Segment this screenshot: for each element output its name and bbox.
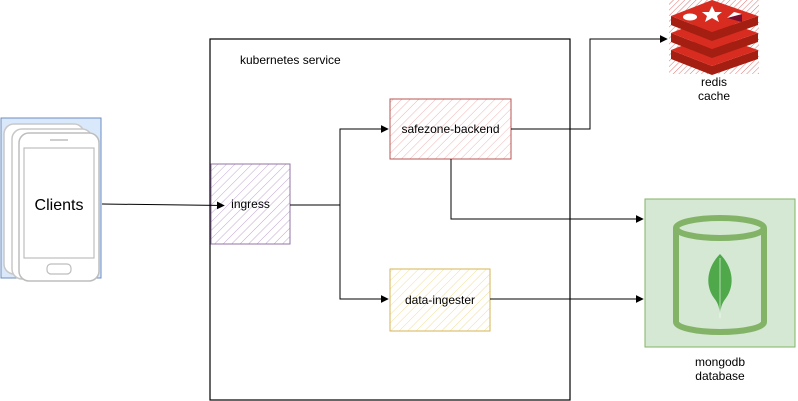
redis-label: redis cache xyxy=(684,75,744,103)
mongodb-label-line2: database xyxy=(695,369,745,383)
kubernetes-service-title: kubernetes service xyxy=(240,53,341,67)
connector-backend-redis xyxy=(511,35,668,130)
redis-icon xyxy=(669,0,759,75)
connector-ingress-backend xyxy=(290,125,389,206)
ingester-node-box xyxy=(389,268,491,332)
ingress-label: ingress xyxy=(231,197,270,211)
backend-label: safezone-backend xyxy=(401,122,500,136)
connector-backend-mongodb xyxy=(450,159,644,223)
mongodb-label: mongodb database xyxy=(680,355,760,383)
connector-ingress-ingester xyxy=(339,205,389,303)
ingester-label: data-ingester xyxy=(404,293,476,307)
redis-label-line1: redis xyxy=(700,75,727,89)
clients-label: Clients xyxy=(34,197,84,214)
mongodb-label-line1: mongodb xyxy=(694,355,746,369)
backend-node-box xyxy=(389,98,512,160)
connector-clients-ingress xyxy=(101,201,225,210)
clients-phone-icon xyxy=(0,117,102,282)
redis-label-line2: cache xyxy=(697,89,731,103)
mongodb-icon xyxy=(644,198,796,348)
